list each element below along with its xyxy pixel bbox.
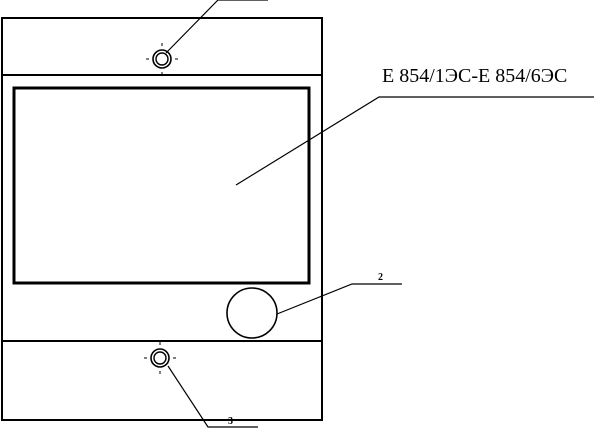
item-2-leader bbox=[276, 283, 402, 315]
bottom-mounting-hole-icon bbox=[144, 341, 176, 374]
model-label-leader bbox=[235, 96, 594, 186]
model-label: Е 854/1ЭС-Е 854/6ЭС bbox=[382, 65, 567, 87]
item-2-label: 2 bbox=[378, 272, 383, 283]
corrector-knob-icon bbox=[226, 287, 278, 339]
display-window bbox=[12, 86, 311, 285]
item-3-label: 3 bbox=[228, 416, 233, 427]
item-3-leader bbox=[167, 365, 258, 428]
top-hole-leader bbox=[165, 0, 268, 54]
device-housing bbox=[1, 17, 323, 421]
top-mounting-hole-icon bbox=[146, 43, 178, 76]
